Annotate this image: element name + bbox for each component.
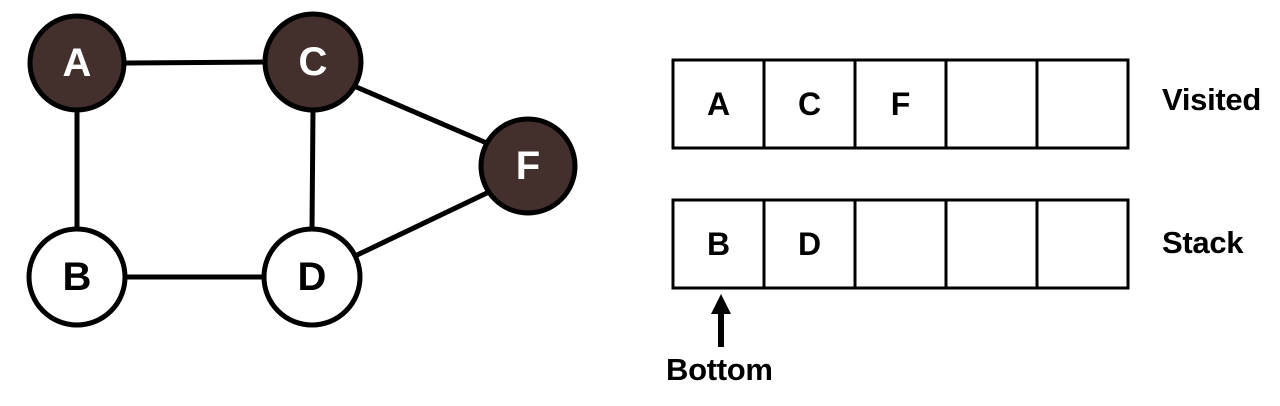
stack-cell-4[interactable] [1035,198,1130,290]
graph-node-a[interactable] [27,13,127,113]
edge-c-d [309,109,316,230]
visited-cell-value-0: A [706,86,731,122]
visited-table [671,58,1130,150]
visited-cell-value-1: C [797,86,822,122]
graph-node-label-c: C [298,40,328,84]
edge-d-f [353,189,491,259]
stack-cell-value-1: D [797,226,822,262]
visited-row-label: Visited [1162,82,1261,117]
stack-row-label: Stack [1162,225,1244,260]
stack-cell-2[interactable] [853,198,948,290]
edge-a-c [123,59,267,66]
graph-node-f[interactable] [478,116,578,216]
stack-cell-value-0: B [706,226,731,262]
graph-edges [74,59,491,280]
graph-node-d[interactable] [261,226,363,328]
visited-cell-4[interactable] [1035,58,1130,150]
graph-node-c[interactable] [262,11,364,113]
graph-node-label-d: D [297,255,327,299]
graph-node-label-b: B [62,255,92,299]
graph-nodes [26,11,578,328]
stack-cell-3[interactable] [944,198,1039,290]
graph-node-label-a: A [62,41,92,85]
visited-cell-value-2: F [890,86,911,122]
graph-node-b[interactable] [26,226,128,328]
stack-table [671,198,1130,290]
bottom-pointer-arrow-icon [711,294,731,347]
bottom-pointer-label: Bottom [666,352,773,387]
visited-cell-3[interactable] [944,58,1039,150]
edge-c-f [353,83,490,147]
graph-node-label-f: F [515,144,541,188]
